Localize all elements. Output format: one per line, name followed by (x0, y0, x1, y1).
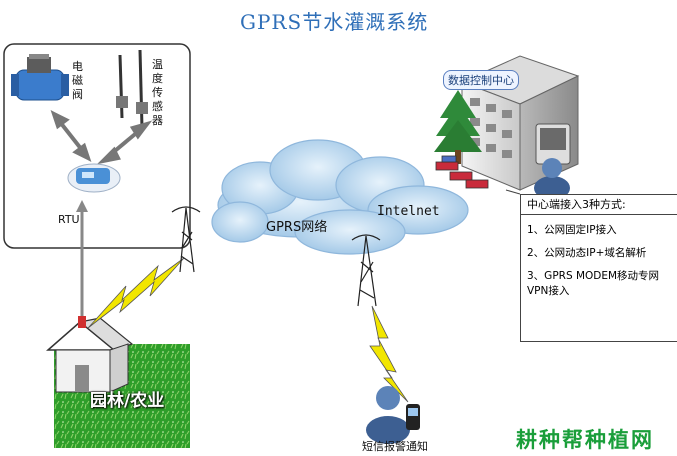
rtu-device-icon (67, 163, 121, 193)
temperature-sensor-icon (116, 49, 148, 129)
operator-icon (534, 123, 571, 200)
solenoid-valve-label: 电磁阀 (72, 60, 83, 101)
watermark-text: 耕种帮种植网 (516, 428, 654, 452)
access-method-item: 2、公网动态IP+域名解析 (527, 247, 647, 259)
antenna-tower-icon (351, 234, 381, 307)
gprs-cloud (211, 139, 469, 255)
info-connector (505, 189, 521, 195)
connection-arrows (50, 110, 153, 165)
internet-label: Intelnet (377, 204, 440, 219)
access-method-item: 1、公网固定IP接入 (527, 224, 617, 236)
temp-sensor-label: 温度传感器 (152, 58, 163, 127)
gprs-network-label: GPRS网络 (266, 220, 328, 235)
house-icon (46, 316, 134, 393)
phone-user-icon (366, 386, 420, 444)
antenna-tower-icon (171, 206, 201, 273)
access-method-item: 3、GPRS MODEM移动专网VPN接入 (527, 270, 660, 297)
solenoid-valve-icon (11, 54, 69, 101)
garden-label: 园林/农业 (90, 391, 165, 411)
router-icon (435, 155, 489, 189)
access-methods-box: 中心端接入3种方式: 1、公网固定IP接入 2、公网动态IP+域名解析 3、GP… (520, 194, 677, 342)
diagram-title: GPRS节水灌溉系统 (240, 10, 429, 34)
access-methods-header: 中心端接入3种方式: (521, 195, 677, 215)
sms-alarm-label: 短信报警通知 (362, 440, 428, 453)
rtu-label: RTU (58, 213, 80, 226)
tree-icon (434, 90, 482, 164)
data-center-label: 数据控制中心 (443, 70, 519, 90)
